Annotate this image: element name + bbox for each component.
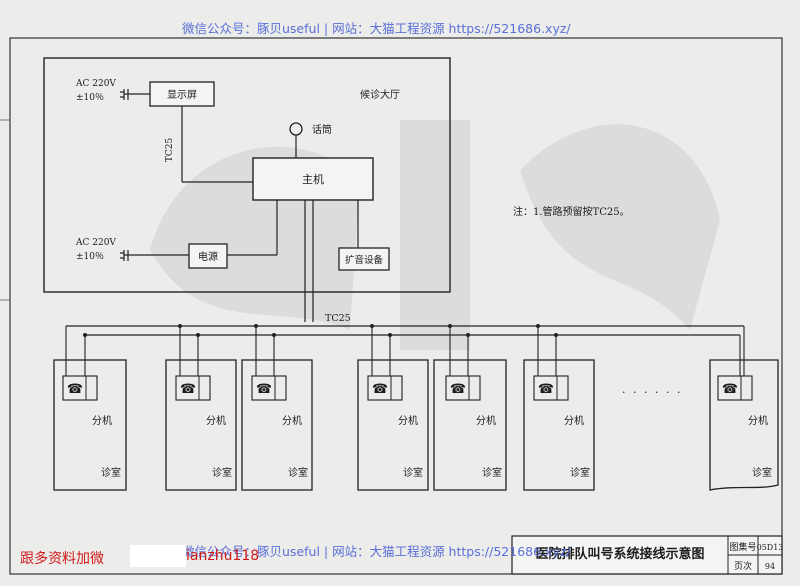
room-unit: ☎ 分机 诊室 xyxy=(433,324,507,491)
extension-label: 分机 xyxy=(282,414,302,427)
power-label: 电源 xyxy=(198,250,218,263)
watermark-bottom: 微信公众号：豚贝useful | 网站：大猫工程资源 https://52168… xyxy=(182,544,571,559)
ac-bottom-label: AC 220V xyxy=(75,238,116,248)
room-label: 诊室 xyxy=(482,466,502,479)
microphone-icon xyxy=(289,122,303,136)
phone-icon: ☎ xyxy=(538,382,554,397)
amplifier-label: 扩音设备 xyxy=(345,254,384,266)
atlas-number-label: 图集号 xyxy=(729,541,756,553)
promo-text: 跟多资料加微 xyxy=(20,551,104,567)
ac-top-label: AC 220V xyxy=(75,79,116,89)
room-label: 诊室 xyxy=(101,466,121,479)
room-unit: ☎ 分机 诊室 xyxy=(523,324,595,491)
room-label: 诊室 xyxy=(288,466,308,479)
phone-icon: ☎ xyxy=(67,382,83,397)
extension-label: 分机 xyxy=(564,414,584,427)
phone-icon: ☎ xyxy=(450,382,466,397)
redaction-box xyxy=(130,545,186,567)
microphone-label: 话筒 xyxy=(312,123,332,136)
extension-label: 分机 xyxy=(206,414,226,427)
page-number-label: 页次 xyxy=(734,560,752,572)
title-block: 医院排队叫号系统接线示意图 图集号 05D13 页次 94 xyxy=(511,535,784,575)
extension-label: 分机 xyxy=(398,414,418,427)
extension-label: 分机 xyxy=(92,414,112,427)
host-label: 主机 xyxy=(302,172,324,186)
room-unit: ☎ 分机 诊室 xyxy=(53,326,127,491)
room-unit: ☎ 分机 诊室 xyxy=(165,324,237,491)
watermark-top: 微信公众号：豚贝useful | 网站：大猫工程资源 https://52168… xyxy=(182,21,571,36)
display-screen-label: 显示屏 xyxy=(167,89,197,101)
room-unit: ☎ 分机 诊室 xyxy=(709,326,779,491)
extension-label: 分机 xyxy=(476,414,496,427)
room-units: ☎ 分机 诊室 ☎ 分机 诊室 ☎ 分机 诊室 xyxy=(53,324,779,491)
plug-icon-bottom xyxy=(120,250,129,261)
promo-contact: ianzhu118 xyxy=(186,548,260,564)
plug-icon xyxy=(120,89,129,100)
room-label: 诊室 xyxy=(212,466,232,479)
power-box xyxy=(188,243,228,269)
room-label: 诊室 xyxy=(403,466,423,479)
background-ghost-logo xyxy=(150,120,720,350)
amplifier-box xyxy=(338,247,390,271)
room-label: 诊室 xyxy=(752,466,772,479)
host-box xyxy=(252,157,374,201)
room-unit: ☎ 分机 诊室 xyxy=(357,324,429,491)
phone-icon: ☎ xyxy=(722,382,738,397)
phone-icon: ☎ xyxy=(372,382,388,397)
ac-bottom-tolerance: ±10％ xyxy=(76,251,104,262)
page-number-value: 94 xyxy=(765,562,775,571)
extension-label: 分机 xyxy=(748,414,768,427)
waiting-hall-box xyxy=(43,57,451,293)
note-text: 注：1.管路预留按TC25。 xyxy=(513,205,630,218)
continuation-dots: · · · · · · xyxy=(622,386,682,399)
room-label: 诊室 xyxy=(570,466,590,479)
drawing-title: 医院排队叫号系统接线示意图 xyxy=(535,546,704,562)
phone-icon: ☎ xyxy=(180,382,196,397)
waiting-hall-label: 候诊大厅 xyxy=(360,88,400,101)
tc25-bus-label: TC25 xyxy=(325,313,351,324)
tc25-vertical-label: TC25 xyxy=(165,138,175,163)
phone-icon: ☎ xyxy=(256,382,272,397)
sheet-border xyxy=(9,37,783,575)
atlas-number-value: 05D13 xyxy=(757,543,784,552)
ac-top-tolerance: ±10％ xyxy=(76,92,104,103)
room-unit: ☎ 分机 诊室 xyxy=(241,324,313,491)
